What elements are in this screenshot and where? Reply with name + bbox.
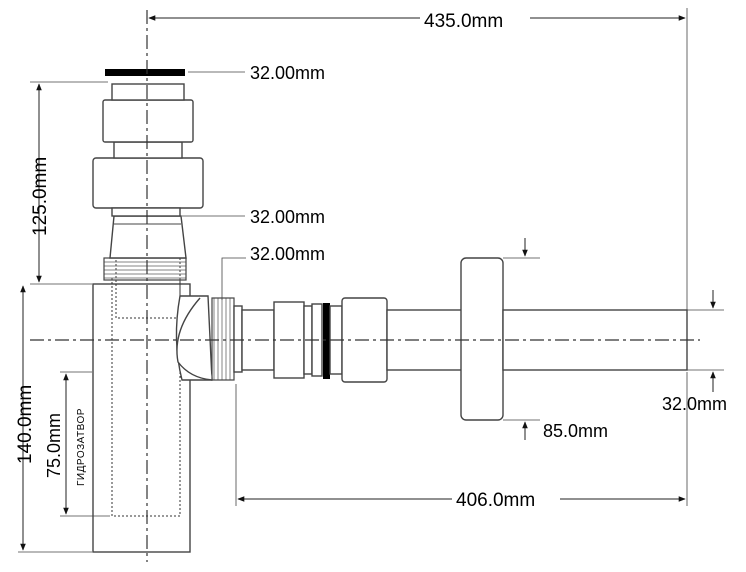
siphon-body [92,216,191,553]
dim-flange-label: 85.0mm [543,421,608,441]
cup-thread [103,257,187,281]
dim-top-label: 32.00mm [250,63,325,83]
dip-tube-outline [111,278,181,517]
dim-outlet-label: 32.00mm [250,244,325,264]
dim-outlet-leader [221,257,246,300]
outlet-thread [211,297,235,381]
elbow-curve [176,297,213,381]
dim-total-length [148,6,688,310]
outlet-gasket [323,303,330,379]
dim-middle-label: 32.00mm [250,207,325,227]
outlet-ring [233,305,243,373]
dim-water-seal [60,371,110,517]
dim-body-height [18,285,92,553]
dim-upper-height [30,81,108,285]
siphon-cup [92,283,191,553]
dim-water-seal-label: 75.0mm [44,413,64,478]
top-gasket [105,69,185,76]
dim-pipe-length-label: 406.0mm [456,490,535,511]
water-seal-caption: ГИДРОЗАТВОР [76,408,87,486]
top-connector [109,215,187,259]
dim-body-height-label: 140.0mm [15,385,36,464]
dim-upper-height-label: 125.0mm [30,157,51,236]
dim-total-length-label: 435.0mm [424,11,503,32]
dim-outlet-pipe [687,290,724,392]
big-nut [92,157,204,217]
upper-nut [102,83,194,159]
dim-outlet-pipe-label: 32.0mm [662,394,727,414]
dim-pipe-length [235,372,688,510]
dim-flange [503,238,540,440]
wall-flange [460,257,504,421]
